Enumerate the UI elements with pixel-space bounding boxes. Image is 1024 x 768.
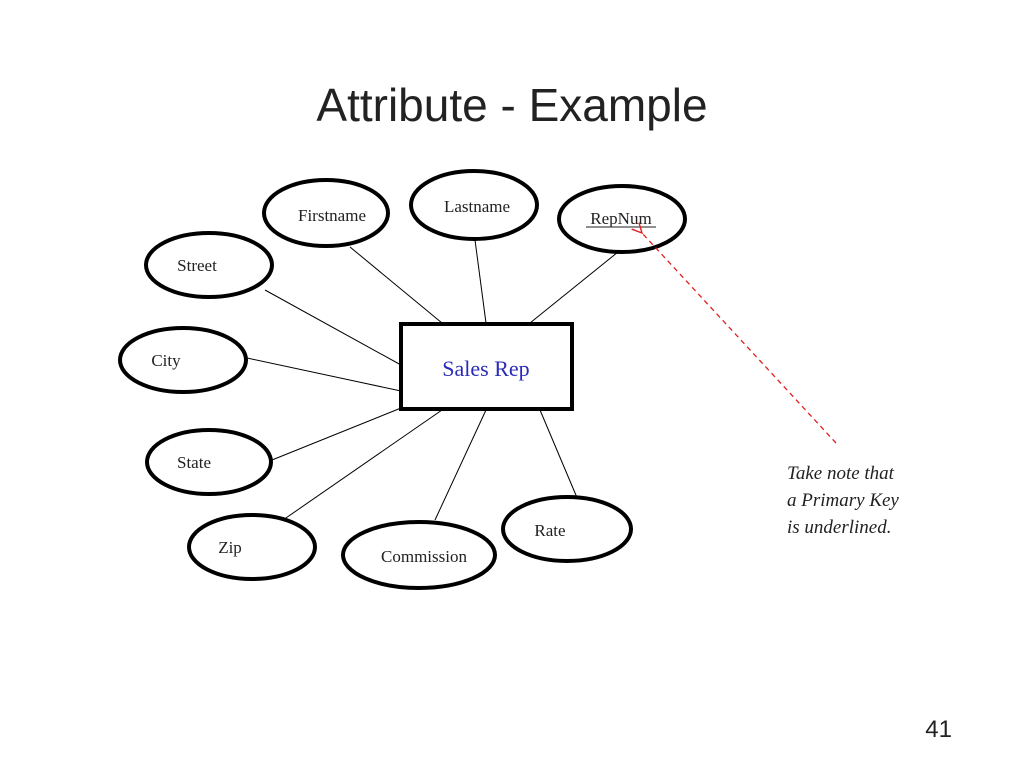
- connector-state: [271, 407, 402, 461]
- attribute-label-city: City: [151, 351, 181, 370]
- connector-rate: [539, 409, 579, 501]
- note-arrow: [642, 233, 837, 444]
- note-line: a Primary Key: [787, 490, 899, 511]
- connector-lines: [246, 239, 619, 521]
- attribute-label-firstname: Firstname: [298, 206, 366, 225]
- note-line: is underlined.: [787, 517, 892, 538]
- attribute-label-street: Street: [177, 256, 217, 275]
- connector-lastname: [474, 239, 487, 324]
- attribute-label-lastname: Lastname: [444, 197, 510, 216]
- attribute-oval-zip: [187, 513, 317, 581]
- page-number: 41: [925, 716, 952, 743]
- attribute-oval-rate: [501, 495, 633, 563]
- attribute-oval-commission: [341, 520, 497, 590]
- connector-street: [264, 289, 402, 366]
- attribute-label-commission: Commission: [381, 547, 467, 566]
- entity-label: Sales Rep: [442, 356, 529, 381]
- connector-commission: [434, 409, 487, 521]
- attribute-oval-city: [118, 326, 248, 394]
- attribute-label-zip: Zip: [218, 538, 242, 557]
- attribute-oval-street: [144, 231, 274, 299]
- slide-title: Attribute - Example: [316, 79, 708, 131]
- connector-firstname: [349, 246, 443, 324]
- primary-key-note: Take note that a Primary Key is underlin…: [787, 460, 967, 541]
- attribute-label-rate: Rate: [534, 521, 565, 540]
- attribute-oval-state: [145, 428, 273, 496]
- connector-zip: [282, 409, 443, 521]
- entity-box: [399, 322, 574, 411]
- attribute-label-state: State: [177, 453, 211, 472]
- attribute-oval-repnum: [557, 184, 687, 254]
- connector-repnum: [529, 251, 619, 324]
- attribute-oval-firstname: [262, 178, 390, 248]
- note-line: Take note that: [787, 463, 894, 484]
- connector-city: [246, 357, 402, 392]
- attribute-label-repnum: RepNum: [590, 209, 651, 228]
- attribute-oval-lastname: [409, 169, 539, 241]
